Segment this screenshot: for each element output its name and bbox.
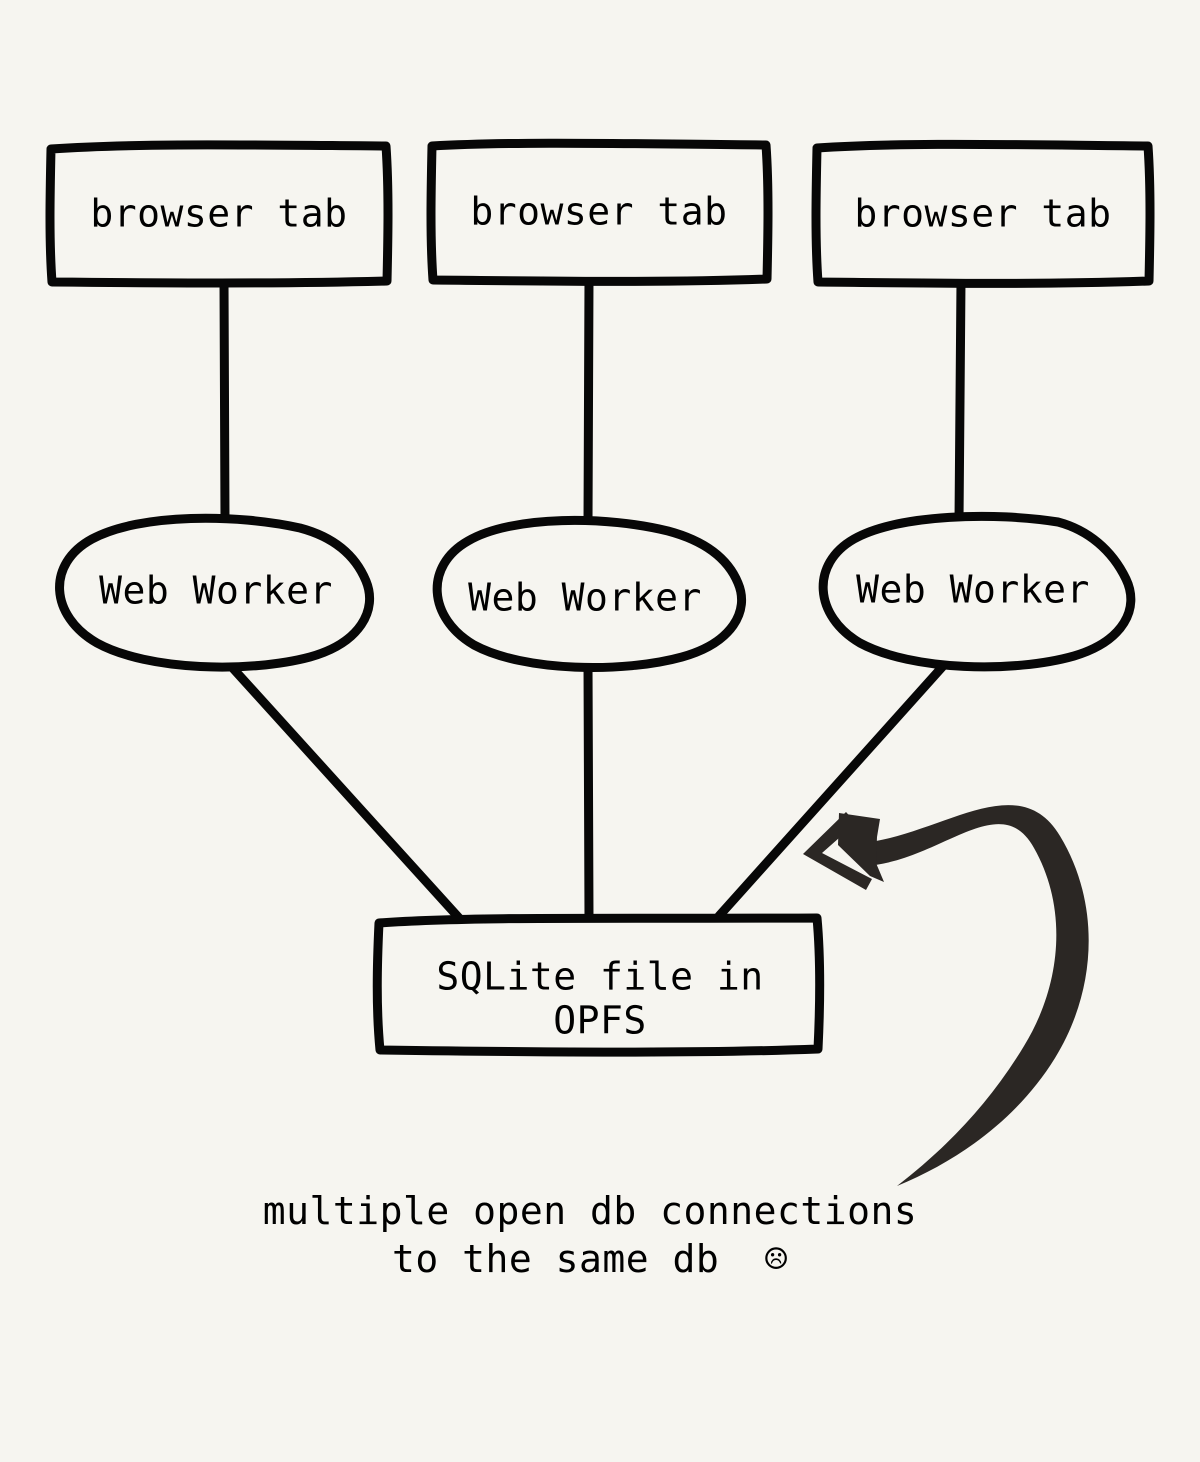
- browser-tab-node-1[interactable]: browser tab: [45, 140, 393, 288]
- annotation-arrowhead-tail: [803, 812, 872, 890]
- web-worker-ellipse-3: [818, 511, 1136, 672]
- browser-tab-label-1: browser tab: [90, 192, 347, 236]
- annotation-caption-line2-text: to the same db: [392, 1237, 719, 1281]
- web-worker-node-1[interactable]: Web Worker: [55, 513, 375, 672]
- connector-worker1-to-storage: [224, 659, 465, 924]
- sqlite-storage-label-line1: SQLite file in: [436, 955, 763, 999]
- sqlite-storage-node[interactable]: SQLite file in OPFS: [372, 913, 825, 1057]
- connector-tab-to-worker-3: [954, 276, 966, 526]
- browser-tab-node-2[interactable]: browser tab: [426, 138, 773, 286]
- browser-tab-box-1: [45, 140, 393, 288]
- browser-tab-label-2: browser tab: [470, 190, 727, 234]
- frowning-face-icon: ☹: [765, 1237, 788, 1281]
- web-worker-label-2: Web Worker: [468, 576, 702, 620]
- annotation-arrowhead: [838, 813, 884, 882]
- connector-tab-to-worker-2: [583, 274, 594, 527]
- connector-tab-to-worker-1: [219, 276, 230, 525]
- browser-tab-node-3[interactable]: browser tab: [811, 139, 1155, 288]
- web-worker-label-3: Web Worker: [856, 568, 1090, 612]
- connector-worker2-to-storage: [583, 659, 594, 923]
- annotation-caption-line2: to the same db ☹: [392, 1237, 788, 1281]
- browser-tab-box-3: [811, 139, 1155, 288]
- web-worker-ellipse-1: [55, 513, 375, 672]
- browser-tab-box-2: [426, 138, 773, 286]
- browser-tab-label-3: browser tab: [854, 192, 1111, 236]
- connector-worker3-to-storage: [714, 660, 949, 921]
- web-worker-node-3[interactable]: Web Worker: [818, 511, 1136, 672]
- annotation-arrow-group: [803, 805, 1089, 1186]
- sqlite-storage-box: [372, 913, 825, 1057]
- sqlite-storage-label-line2: OPFS: [553, 999, 647, 1043]
- web-worker-node-2[interactable]: Web Worker: [432, 515, 747, 672]
- web-worker-label-1: Web Worker: [99, 569, 333, 613]
- web-worker-ellipse-2: [432, 515, 747, 672]
- annotation-caption-line1: multiple open db connections: [263, 1189, 918, 1233]
- annotation-caption: multiple open db connections to the same…: [263, 1189, 918, 1281]
- annotation-curve-shaft: [861, 805, 1089, 1186]
